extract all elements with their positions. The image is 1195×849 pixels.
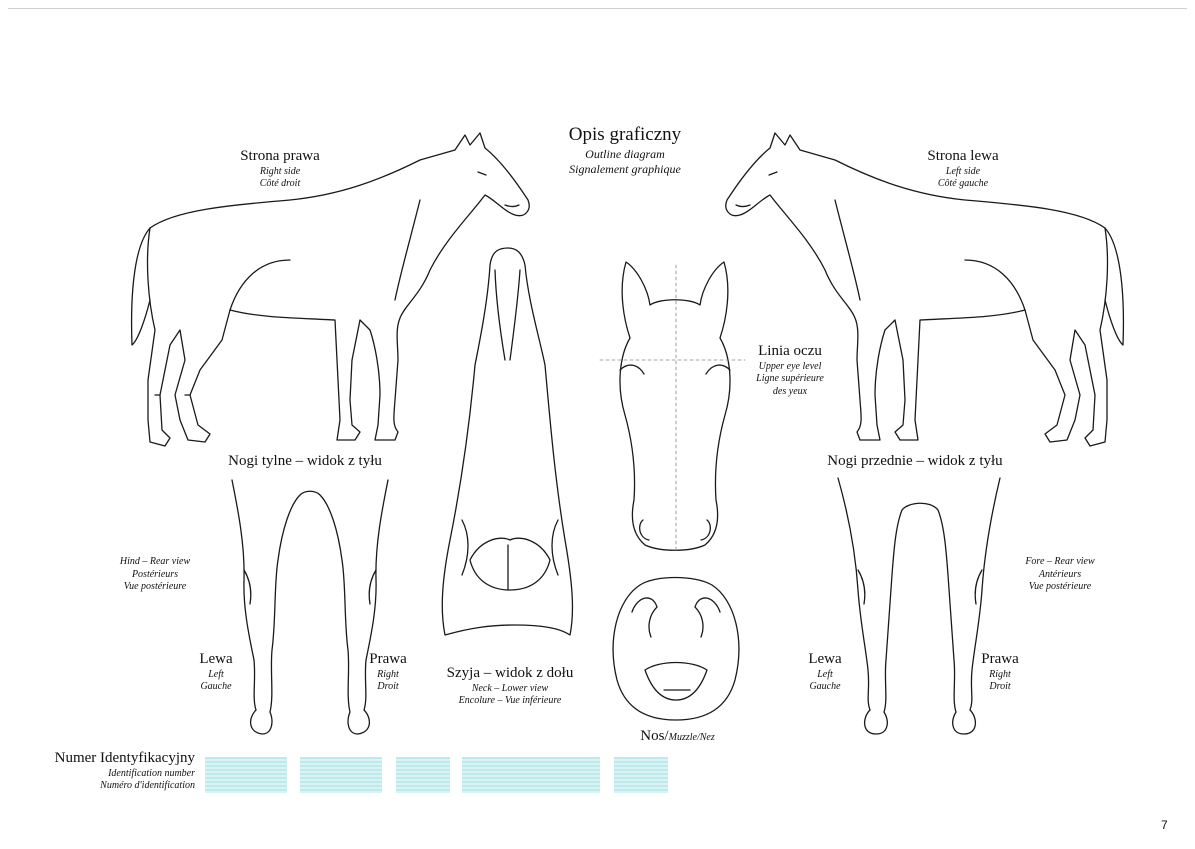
- neck-lower-view-drawing: [442, 248, 572, 635]
- fore-desc-french-1: Antérieurs: [1005, 569, 1115, 582]
- left-side-english: Left side: [898, 166, 1028, 179]
- fore-desc-french-2: Vue postérieure: [1005, 581, 1115, 594]
- id-number-field-4[interactable]: [462, 757, 600, 793]
- fore-legs-rear-view-drawing: [838, 478, 1000, 734]
- right-side-english: Right side: [215, 166, 345, 179]
- fore-left-label: Lewa Left Gauche: [797, 650, 853, 694]
- eye-line-english: Upper eye level: [740, 361, 840, 374]
- right-side-french: Côté droit: [215, 178, 345, 191]
- hind-desc-french-1: Postérieurs: [100, 569, 210, 582]
- id-number-field-2[interactable]: [300, 757, 382, 793]
- diagram-title: Opis graficzny Outline diagram Signaleme…: [540, 123, 710, 177]
- fore-right-french: Droit: [972, 681, 1028, 694]
- hind-right-polish: Prawa: [360, 650, 416, 669]
- fore-right-label: Prawa Right Droit: [972, 650, 1028, 694]
- id-number-label: Numer Identyfikacyjny Identification num…: [20, 749, 195, 793]
- neck-french: Encolure – Vue inférieure: [425, 695, 595, 708]
- muzzle-drawing: [613, 578, 739, 721]
- muzzle-french: Nez: [700, 732, 715, 743]
- muzzle-english: Muzzle/: [669, 732, 700, 743]
- left-side-polish: Strona lewa: [898, 147, 1028, 166]
- muzzle-polish: Nos/: [640, 728, 668, 744]
- hind-left-english: Left: [188, 669, 244, 682]
- id-number-field-3[interactable]: [396, 757, 450, 793]
- id-number-polish: Numer Identyfikacyjny: [20, 749, 195, 768]
- fore-legs-title: Nogi przednie – widok z tyłu: [800, 452, 1030, 471]
- neck-polish: Szyja – widok z dołu: [425, 664, 595, 683]
- id-number-field-5[interactable]: [614, 757, 668, 793]
- hind-left-polish: Lewa: [188, 650, 244, 669]
- fore-desc-english: Fore – Rear view: [1005, 556, 1115, 569]
- fore-left-english: Left: [797, 669, 853, 682]
- hind-left-label: Lewa Left Gauche: [188, 650, 244, 694]
- fore-left-french: Gauche: [797, 681, 853, 694]
- hind-right-english: Right: [360, 669, 416, 682]
- fore-right-polish: Prawa: [972, 650, 1028, 669]
- left-side-french: Côté gauche: [898, 178, 1028, 191]
- left-side-label: Strona lewa Left side Côté gauche: [898, 147, 1028, 191]
- eye-line-label: Linia oczu Upper eye level Ligne supérie…: [740, 342, 840, 398]
- title-main: Opis graficzny: [540, 123, 710, 147]
- hind-desc-french-2: Vue postérieure: [100, 581, 210, 594]
- fore-right-english: Right: [972, 669, 1028, 682]
- id-number-french: Numéro d'identification: [20, 780, 195, 793]
- eye-line-french-1: Ligne supérieure: [740, 373, 840, 386]
- eye-line-french-2: des yeux: [740, 386, 840, 399]
- hind-right-french: Droit: [360, 681, 416, 694]
- title-english: Outline diagram: [540, 147, 710, 162]
- right-side-polish: Strona prawa: [215, 147, 345, 166]
- page-number: 7: [1161, 818, 1168, 832]
- fore-left-polish: Lewa: [797, 650, 853, 669]
- neck-label: Szyja – widok z dołu Neck – Lower view E…: [425, 664, 595, 708]
- hind-desc-english: Hind – Rear view: [100, 556, 210, 569]
- right-side-label: Strona prawa Right side Côté droit: [215, 147, 345, 191]
- hind-legs-title: Nogi tylne – widok z tyłu: [200, 452, 410, 471]
- eye-line-polish: Linia oczu: [740, 342, 840, 361]
- title-french: Signalement graphique: [540, 162, 710, 177]
- muzzle-label: Nos/Muzzle/Nez: [615, 727, 740, 746]
- hind-right-label: Prawa Right Droit: [360, 650, 416, 694]
- fore-legs-description: Fore – Rear view Antérieurs Vue postérie…: [1005, 556, 1115, 594]
- hind-left-french: Gauche: [188, 681, 244, 694]
- hind-legs-rear-view-drawing: [232, 480, 388, 734]
- hind-legs-description: Hind – Rear view Postérieurs Vue postéri…: [100, 556, 210, 594]
- id-number-field-1[interactable]: [205, 757, 287, 793]
- head-front-view-drawing: [600, 262, 745, 552]
- id-number-english: Identification number: [20, 768, 195, 781]
- hind-legs-title-text: Nogi tylne – widok z tyłu: [200, 452, 410, 471]
- neck-english: Neck – Lower view: [425, 683, 595, 696]
- fore-legs-title-text: Nogi przednie – widok z tyłu: [800, 452, 1030, 471]
